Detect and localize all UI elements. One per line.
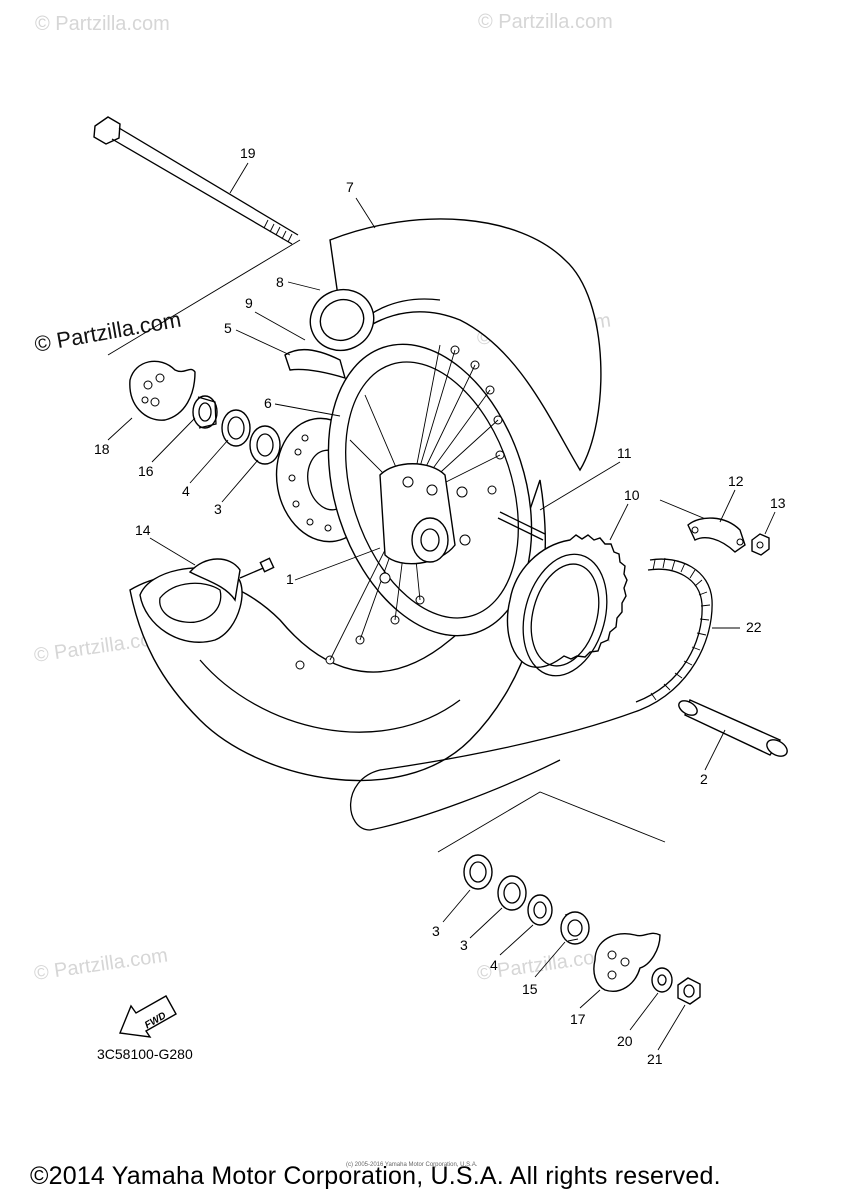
fwd-arrow-icon: FWD	[119, 995, 177, 1038]
tire-part	[129, 218, 602, 782]
callout-1: 1	[286, 571, 294, 587]
leader-lines	[107, 162, 776, 1051]
callout-11: 11	[617, 445, 632, 461]
callout-15: 15	[522, 981, 538, 997]
bracket-part	[687, 517, 746, 553]
washer-part	[651, 967, 673, 993]
callout-labels: 19 7 8 9 5 6 11 10 12 13 14 1 22 2 18 16…	[94, 145, 786, 1067]
callout-19: 19	[240, 145, 256, 161]
right-bearing-part	[463, 854, 553, 926]
tube-part	[309, 288, 375, 352]
callout-4: 4	[490, 957, 498, 973]
callout-12: 12	[728, 473, 744, 489]
callout-7: 7	[346, 179, 354, 195]
sprocket-part	[506, 534, 628, 677]
callout-4: 4	[182, 483, 190, 499]
right-adjuster-part	[593, 932, 661, 992]
hub-part	[379, 463, 471, 584]
axle-part	[93, 116, 299, 245]
copyright-notice: ©2014 Yamaha Motor Corporation, U.S.A. A…	[30, 1162, 721, 1190]
right-collar-part	[560, 911, 590, 945]
watermark: © Partzilla.com	[478, 11, 613, 33]
callout-8: 8	[276, 274, 284, 290]
watermark: © Partzilla.com	[35, 13, 170, 35]
callout-13: 13	[770, 495, 786, 511]
callout-2: 2	[700, 771, 708, 787]
callout-9: 9	[245, 295, 253, 311]
left-bearing-part	[221, 409, 281, 465]
callout-20: 20	[617, 1033, 633, 1049]
left-collar-part	[129, 360, 196, 421]
diagram-code: 3C58100-G280	[97, 1046, 193, 1062]
callout-21: 21	[647, 1051, 663, 1067]
callout-17: 17	[570, 1011, 586, 1027]
tire-flap-part	[139, 557, 275, 643]
tiny-credit: (c) 2005-2016 Yamaha Motor Corporation, …	[346, 1162, 478, 1168]
watermark: © Partzilla.com	[33, 944, 170, 985]
left-oil-seal-part	[192, 395, 218, 429]
callout-5: 5	[224, 320, 232, 336]
callout-6: 6	[264, 395, 272, 411]
callout-3: 3	[214, 501, 222, 517]
stud-bolt-part	[497, 511, 546, 541]
callout-14: 14	[135, 522, 151, 538]
rim-band-part	[284, 348, 347, 380]
callout-18: 18	[94, 441, 110, 457]
spacer-part	[678, 699, 788, 757]
callout-3: 3	[460, 937, 468, 953]
callout-10: 10	[624, 487, 640, 503]
callout-16: 16	[138, 463, 154, 479]
axle-nut-part	[677, 977, 701, 1005]
callout-3: 3	[432, 923, 440, 939]
callout-22: 22	[746, 619, 762, 635]
nut-part	[751, 533, 770, 556]
drive-chain-part	[350, 557, 713, 831]
watermark-main: © Partzilla.com	[33, 307, 183, 357]
